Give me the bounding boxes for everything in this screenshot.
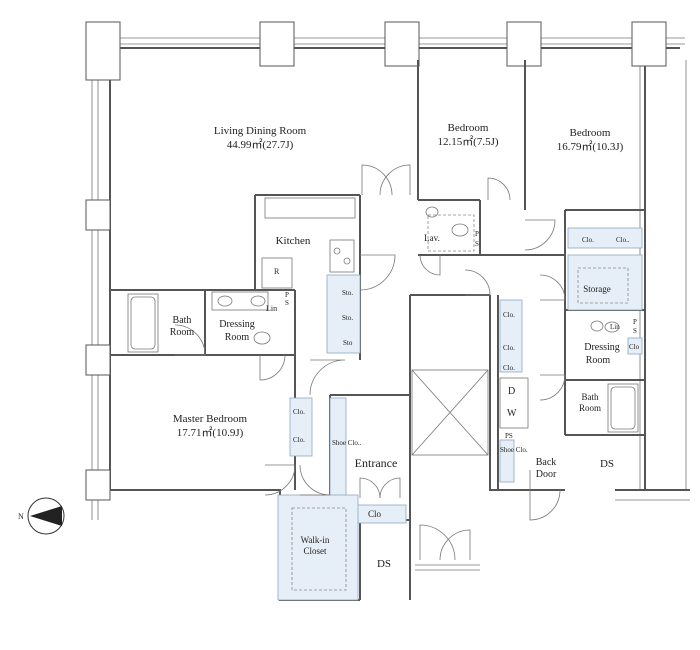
dashed-lines [291, 214, 629, 591]
walkin-label-b: Closet [303, 546, 327, 556]
door-swings [174, 164, 566, 561]
master-name: Master Bedroom [173, 413, 248, 425]
dressing2-label-b: Room [586, 355, 611, 366]
ds-label-2: DS [377, 558, 391, 570]
closet-label-f: Clo [629, 343, 640, 351]
washer-label: W [507, 408, 517, 419]
ps-label-1b: S [285, 299, 289, 307]
back-door-label-a: Back [536, 457, 557, 468]
refrigerator-label: R [274, 267, 280, 276]
fixtures [127, 197, 639, 433]
dressing1-label-a: Dressing [219, 319, 255, 330]
linen-label-1: Lin [266, 304, 277, 313]
ps-label-3: PS [505, 432, 513, 440]
closet-label-g: Clo. [293, 408, 305, 416]
closet-label-d: Clo. [503, 344, 515, 352]
closet-label-i: Clo [368, 509, 382, 519]
living-name: Living Dining Room [214, 125, 307, 137]
kitchen-label: Kitchen [276, 235, 311, 247]
bath1-label-b: Room [170, 327, 195, 338]
bedroom1-name: Bedroom [448, 122, 489, 134]
ds-label-1: DS [600, 458, 614, 470]
back-door-label-b: Door [536, 469, 557, 480]
closet-label-c: Clo. [503, 311, 515, 319]
closet-label-b: Clo.. [616, 236, 630, 244]
ps-label-4a: P [633, 318, 637, 326]
storage-label: Storage [583, 284, 611, 294]
shaft [411, 369, 529, 456]
room-labels: Living Dining Room 44.99㎡(27.7J) Bedroom… [170, 122, 624, 570]
fixture-labels: R Lin P S P S Lin P S Sto. Sto. Sto Clo.… [266, 230, 640, 519]
shoe-closet-label-2: Shoe Clo. [500, 446, 528, 454]
bedroom2-name: Bedroom [570, 127, 611, 139]
ps-label-2a: P [475, 230, 479, 238]
north-label: N [18, 512, 24, 521]
ps-label-2b: S [475, 240, 479, 248]
master-area: 17.71㎡(10.9J) [177, 426, 244, 439]
ps-label-4b: S [633, 327, 637, 335]
dressing2-label-a: Dressing [584, 342, 620, 353]
linen-label-2: Lin [610, 323, 620, 331]
closet-label-h: Clo. [293, 436, 305, 444]
ps-label-1a: P [285, 291, 289, 299]
north-compass: N [18, 497, 65, 535]
bedroom1-area: 12.15㎡(7.5J) [437, 135, 498, 148]
dryer-label: D [508, 386, 515, 397]
bedroom2-area: 16.79㎡(10.3J) [557, 140, 624, 153]
lav-label: Lav. [424, 233, 440, 243]
dressing1-label-b: Room [225, 332, 250, 343]
closet-label-e: Clo. [503, 364, 515, 372]
structural-columns [85, 21, 667, 501]
balcony-lines [415, 499, 690, 571]
storage-shelf-2: Sto. [342, 314, 353, 322]
storage-shelf-3: Sto [343, 339, 353, 347]
closet-areas [277, 227, 643, 601]
entrance-label: Entrance [355, 456, 398, 470]
walkin-label-a: Walk-in [301, 535, 330, 545]
closet-label-a: Clo. [582, 236, 594, 244]
storage-shelf-1: Sto. [342, 289, 353, 297]
bath1-label-a: Bath [173, 315, 192, 326]
bath2-label-a: Bath [582, 392, 599, 402]
shoe-closet-label-1: Shoe Clo.. [332, 439, 362, 447]
living-area: 44.99㎡(27.7J) [227, 138, 294, 151]
bath2-label-b: Room [579, 403, 601, 413]
